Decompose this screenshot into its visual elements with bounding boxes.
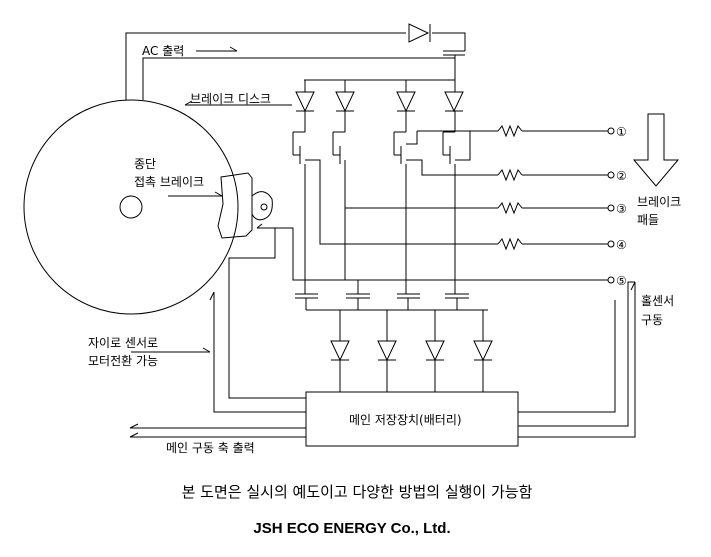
end-contact-label-2: 접촉 브레이크 bbox=[134, 175, 204, 189]
upper-switches bbox=[292, 131, 455, 164]
terminal5-wire bbox=[257, 227, 608, 281]
brake-pedal-arrow bbox=[632, 113, 680, 187]
terminal-5: ⑤ bbox=[616, 274, 627, 288]
lower-diodes bbox=[330, 340, 493, 362]
ac-output-wire bbox=[125, 32, 406, 100]
brake-disk bbox=[23, 99, 239, 315]
main-drive-output-label: 메인 구동 축 출력 bbox=[166, 441, 255, 455]
terminal-4: ④ bbox=[616, 238, 627, 252]
hall-sensor-label-2: 구동 bbox=[641, 313, 663, 327]
hall-sensor-label-1: 홀센서 bbox=[641, 294, 674, 308]
top-diode bbox=[408, 23, 430, 43]
resistors bbox=[497, 124, 523, 251]
ac-inner-wire bbox=[142, 57, 455, 100]
brake-disk-label: 브레이크 디스크 bbox=[190, 92, 271, 106]
disk-hub bbox=[119, 195, 143, 219]
company-name: JSH ECO ENERGY Co., Ltd. bbox=[253, 520, 450, 537]
brake-pivot bbox=[251, 191, 273, 221]
upper-diodes bbox=[295, 91, 464, 113]
terminal-1: ① bbox=[616, 125, 627, 139]
main-storage-box bbox=[305, 391, 519, 447]
end-contact-label-1: 종단 bbox=[134, 157, 156, 171]
ac-right-wire bbox=[432, 32, 466, 51]
ac-output-label: AC 출력 bbox=[142, 44, 184, 58]
end-contact-brake bbox=[217, 172, 253, 239]
gyro-label-2: 모터전환 가능 bbox=[88, 354, 158, 368]
terminal-2: ② bbox=[616, 169, 627, 183]
terminal-3: ③ bbox=[616, 202, 627, 216]
gyro-label-1: 자이로 센서로 bbox=[88, 336, 158, 350]
main-storage-label: 메인 저장장치(배터리) bbox=[349, 413, 462, 427]
caption: 본 도면은 실시의 예도이고 다양한 방법의 실행이 가능함 bbox=[182, 483, 533, 501]
brake-pivot-hole bbox=[260, 203, 268, 211]
lower-switches bbox=[295, 293, 469, 299]
brake-pedal-label-1: 브레이크 bbox=[637, 195, 681, 209]
brake-pedal-label-2: 패들 bbox=[637, 213, 659, 227]
